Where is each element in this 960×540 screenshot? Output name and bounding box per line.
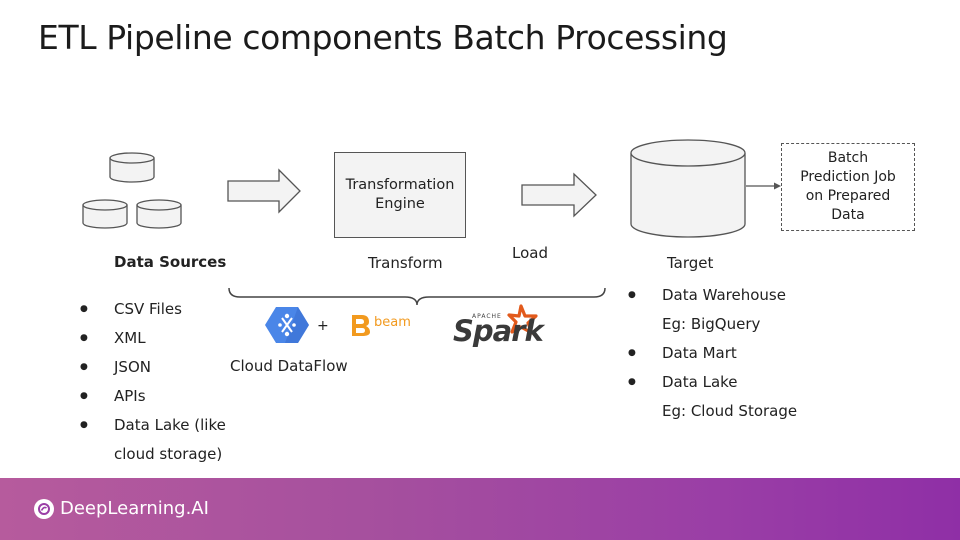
target-list: Data Warehouse Eg: BigQuery Data Mart Da…	[628, 281, 797, 426]
batch-prediction-job-label: Batch Prediction Job on Prepared Data	[800, 150, 896, 223]
list-item-subtext: Eg: Cloud Storage	[662, 402, 798, 420]
list-item: JSON	[80, 353, 226, 382]
deeplearning-logo-icon	[34, 498, 54, 519]
list-item: XML	[80, 324, 226, 353]
output-arrow-head	[774, 182, 781, 190]
list-item: APIs	[80, 382, 226, 411]
batch-prediction-job-box: Batch Prediction Job on Prepared Data	[781, 143, 915, 231]
data-source-cylinder-left	[82, 199, 128, 229]
target-cylinder	[630, 139, 746, 238]
spark-apache-label: APACHE	[472, 313, 502, 320]
list-item-continuation: cloud storage)	[114, 445, 223, 463]
data-source-cylinder-right	[136, 199, 182, 229]
list-item: Data Lake	[628, 368, 797, 397]
brand-name: DeepLearning.AI	[60, 498, 209, 519]
cloud-dataflow-label: Cloud DataFlow	[230, 357, 348, 375]
tools-brace	[228, 287, 606, 306]
transform-arrow	[227, 168, 301, 214]
cloud-dataflow-icon	[265, 307, 309, 343]
transform-label: Transform	[368, 254, 443, 272]
slide-title: ETL Pipeline components Batch Processing	[38, 18, 728, 57]
list-item-subtext: Eg: BigQuery	[662, 315, 761, 333]
data-source-cylinder-top	[109, 152, 155, 183]
list-item: Data Warehouse	[628, 281, 797, 310]
load-label: Load	[512, 244, 548, 262]
transformation-engine-box: Transformation Engine	[334, 152, 466, 238]
brand-logo: DeepLearning.AI	[34, 498, 209, 519]
apache-spark-icon	[507, 304, 538, 335]
list-item: Data Mart	[628, 339, 797, 368]
target-label: Target	[667, 254, 714, 272]
data-sources-list: CSV Files XML JSON APIs Data Lake (like …	[80, 295, 226, 469]
list-item: Data Lake (like	[80, 411, 226, 440]
plus-sign: +	[317, 318, 329, 334]
data-sources-label: Data Sources	[114, 253, 227, 271]
load-arrow	[521, 172, 597, 218]
beam-label: beam	[374, 315, 411, 330]
spark-label: Spark	[453, 314, 544, 348]
list-item: CSV Files	[80, 295, 226, 324]
apache-beam-icon	[352, 315, 370, 336]
footer-bar	[0, 478, 960, 540]
